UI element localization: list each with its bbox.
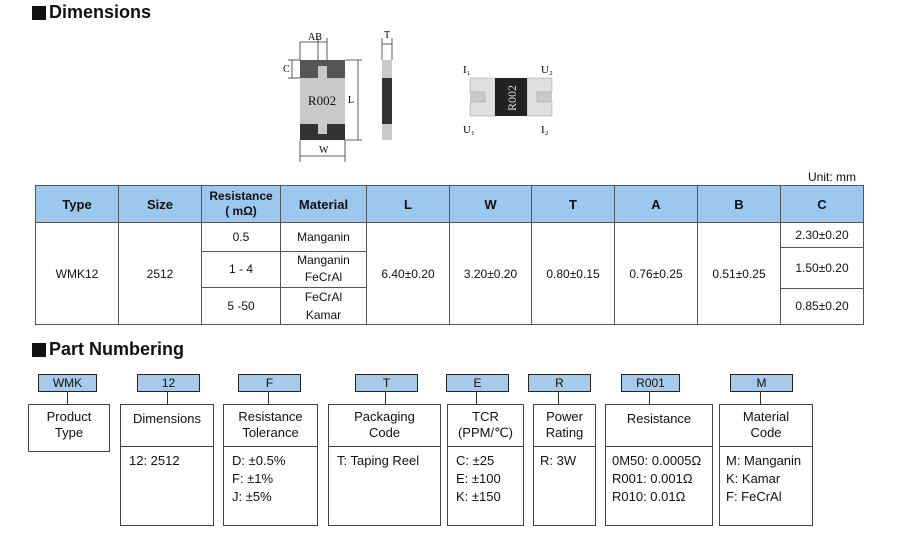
- part-body: T: Taping Reel: [337, 453, 420, 468]
- part-header: Packaging Code: [329, 405, 440, 447]
- connector-line: [649, 391, 650, 404]
- connector-line: [760, 391, 761, 404]
- dimensions-heading: Dimensions: [32, 2, 151, 23]
- header-b: B: [697, 185, 781, 223]
- connector-line: [67, 391, 68, 404]
- part-box-product-type: Product Type: [28, 404, 110, 452]
- four-terminal-drawing: R002 I₁ U₂ U₁ I₂: [463, 64, 553, 136]
- w-label: W: [319, 145, 329, 156]
- part-box-material: Material Code M: Manganin K: Kamar F: Fe…: [719, 404, 813, 526]
- cell-b: 0.51±0.25: [697, 222, 781, 325]
- code-resistance: R001: [621, 374, 680, 392]
- header-l: L: [366, 185, 450, 223]
- connector-line: [268, 391, 269, 404]
- header-material: Material: [280, 185, 367, 223]
- part-body: C: ±25 E: ±100 K: ±150: [456, 453, 501, 504]
- u1-label: U₁: [463, 124, 475, 136]
- part-numbering-title: Part Numbering: [49, 339, 185, 359]
- material-value: FeCrAl Kamar: [304, 290, 343, 322]
- header-c: C: [780, 185, 864, 223]
- material-value: Manganin FeCrAl: [281, 252, 366, 288]
- part-body: R: 3W: [540, 453, 577, 468]
- resistor-dimension-drawing: R002 AB C L W T: [283, 30, 393, 162]
- c-value: 1.50±0.20: [781, 248, 863, 289]
- header-w: W: [449, 185, 532, 223]
- part-body: M: Manganin K: Kamar F: FeCrAl: [726, 453, 802, 504]
- code-product-type: WMK: [38, 374, 97, 392]
- header-resistance: Resistance ( mΩ): [201, 185, 281, 223]
- unit-label: Unit: mm: [808, 170, 856, 184]
- header-size: Size: [118, 185, 202, 223]
- u2-label: U₂: [541, 64, 553, 76]
- cell-c: 2.30±0.20 1.50±0.20 0.85±0.20: [780, 222, 864, 325]
- connector-line: [476, 391, 477, 404]
- part-header: Material Code: [720, 405, 812, 447]
- part-header: Resistance Tolerance: [224, 405, 317, 447]
- side-view-core: [382, 78, 392, 124]
- table-header-row: Type Size Resistance ( mΩ) Material L W …: [35, 185, 864, 223]
- resistance-value: 0.5: [202, 223, 280, 252]
- i1-label: I₁: [463, 64, 471, 76]
- code-power: R: [528, 374, 591, 392]
- l-label: L: [348, 95, 354, 106]
- connector-line: [558, 391, 559, 404]
- part-box-tolerance: Resistance Tolerance D: ±0.5% F: ±1% J: …: [223, 404, 318, 526]
- part-box-packaging: Packaging Code T: Taping Reel: [328, 404, 441, 526]
- resistance-value: 5 -50: [227, 299, 255, 313]
- resistance-value: 1 - 4: [202, 252, 280, 288]
- part-box-resistance: Resistance 0M50: 0.0005Ω R001: 0.001Ω R0…: [605, 404, 713, 526]
- cell-material: Manganin Manganin FeCrAl FeCrAl Kamar: [280, 222, 367, 325]
- code-packaging: T: [355, 374, 418, 392]
- header-type: Type: [35, 185, 119, 223]
- i2-label: I₂: [541, 124, 549, 136]
- heading-square-icon: [32, 342, 46, 357]
- part-header: Dimensions: [121, 405, 213, 447]
- part-box-dimensions: Dimensions 12: 2512: [120, 404, 214, 526]
- code-tcr: E: [446, 374, 509, 392]
- code-material: M: [730, 374, 793, 392]
- cell-l: 6.40±0.20: [366, 222, 450, 325]
- part-header: Product Type: [46, 409, 92, 440]
- header-resistance-text: Resistance ( mΩ): [209, 189, 273, 218]
- part-box-tcr: TCR (PPM/℃) C: ±25 E: ±100 K: ±150: [447, 404, 524, 526]
- part-body: 12: 2512: [129, 453, 180, 468]
- connector-line: [385, 391, 386, 404]
- top-terminal: [300, 60, 345, 78]
- c-value: 0.85±0.20: [795, 299, 849, 313]
- heading-square-icon: [32, 5, 46, 20]
- cell-w: 3.20±0.20: [449, 222, 532, 325]
- bottom-terminal: [300, 124, 345, 140]
- part-body: D: ±0.5% F: ±1% J: ±5%: [232, 453, 286, 504]
- part-numbering-heading: Part Numbering: [32, 339, 184, 360]
- cell-a: 0.76±0.25: [614, 222, 698, 325]
- t-label: T: [384, 30, 390, 41]
- cell-t: 0.80±0.15: [531, 222, 615, 325]
- part-header: Resistance: [606, 405, 712, 447]
- part-box-power: Power Rating R: 3W: [533, 404, 596, 526]
- cell-type: WMK12: [35, 222, 119, 325]
- part-header: TCR (PPM/℃): [448, 405, 523, 447]
- ab-label: AB: [308, 32, 322, 43]
- left-marking: R002: [308, 93, 336, 108]
- c-label: C: [283, 64, 290, 75]
- part-header: Power Rating: [534, 405, 595, 447]
- code-tolerance: F: [238, 374, 301, 392]
- cell-resistance: 0.5 1 - 4 5 -50: [201, 222, 281, 325]
- cell-size: 2512: [118, 222, 202, 325]
- table-row: WMK12 2512 0.5 1 - 4 5 -50 Manganin Mang…: [35, 222, 864, 325]
- four-terminal-core: [495, 78, 527, 116]
- c-value: 2.30±0.20: [781, 223, 863, 248]
- part-body: 0M50: 0.0005Ω R001: 0.001Ω R010: 0.01Ω: [612, 453, 702, 504]
- material-value: Manganin: [281, 223, 366, 252]
- header-t: T: [531, 185, 615, 223]
- connector-line: [167, 391, 168, 404]
- right-marking: R002: [505, 85, 519, 111]
- dimensions-table: Type Size Resistance ( mΩ) Material L W …: [35, 185, 864, 325]
- header-a: A: [614, 185, 698, 223]
- code-dimensions: 12: [137, 374, 200, 392]
- dimensions-title: Dimensions: [49, 2, 152, 22]
